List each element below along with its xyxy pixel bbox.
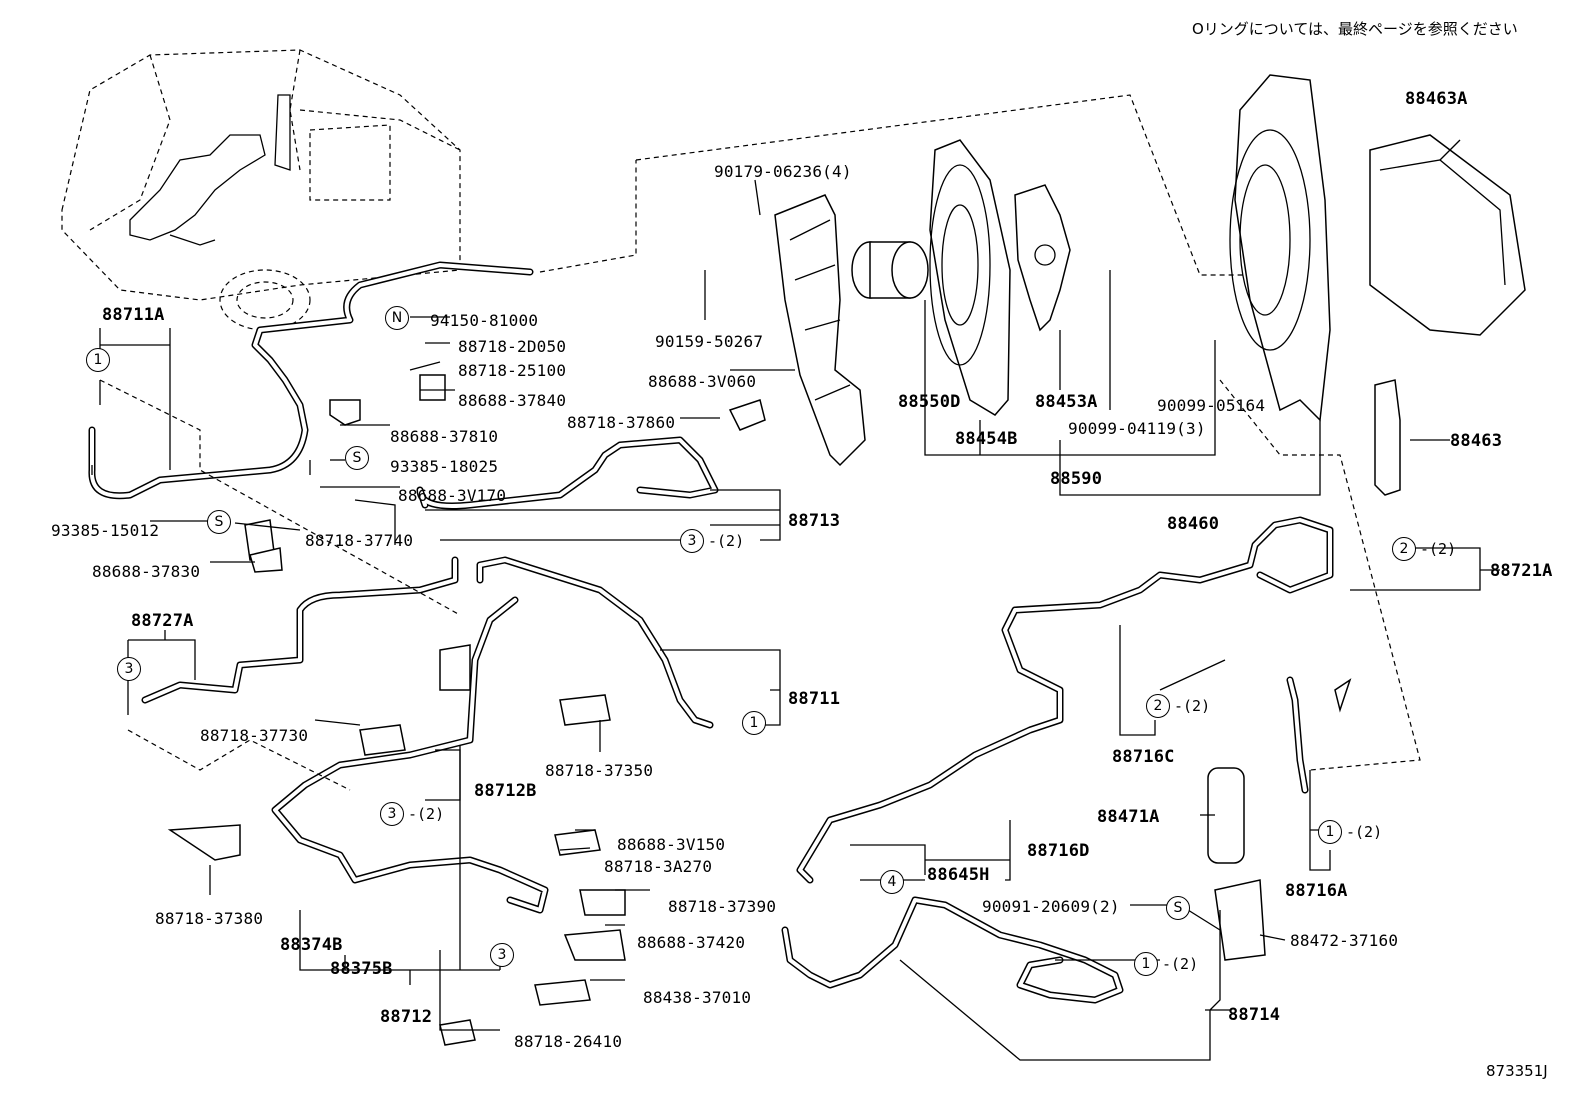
ref-mark-1: 1 — [742, 711, 766, 735]
part-94150-81000[interactable]: 94150-81000 — [430, 311, 539, 330]
refrigerant-pipes — [88, 261, 1334, 1004]
part-90099-05164[interactable]: 90099-05164 — [1157, 396, 1266, 415]
part-88716A[interactable]: 88716A — [1285, 881, 1348, 901]
part-90179-06236[interactable]: 90179-06236(4) — [714, 162, 852, 181]
part-88463A[interactable]: 88463A — [1405, 89, 1468, 109]
part-88718-37860[interactable]: 88718-37860 — [567, 413, 676, 432]
part-88688-37840[interactable]: 88688-37840 — [458, 391, 567, 410]
ref-mark-1: 1 — [86, 348, 110, 372]
reference-note: Oリングについては、最終ページを参照ください — [1192, 20, 1518, 38]
part-88688-37830[interactable]: 88688-37830 — [92, 562, 201, 581]
part-88471A[interactable]: 88471A — [1097, 807, 1160, 827]
fan-shroud-88454B — [929, 139, 1011, 416]
part-90091-20609[interactable]: 90091-20609(2) — [982, 897, 1120, 916]
leader-lines — [91, 139, 1500, 1061]
part-88713[interactable]: 88713 — [788, 511, 841, 531]
part-88460[interactable]: 88460 — [1167, 514, 1220, 534]
part-88374B[interactable]: 88374B — [280, 935, 343, 955]
part-88718-25100[interactable]: 88718-25100 — [458, 361, 567, 380]
fan-blade-88453A — [1014, 184, 1071, 332]
part-88721A[interactable]: 88721A — [1490, 561, 1553, 581]
part-88718-37390[interactable]: 88718-37390 — [668, 897, 777, 916]
part-88716D[interactable]: 88716D — [1027, 841, 1090, 861]
part-88718-3A270[interactable]: 88718-3A270 — [604, 857, 713, 876]
fan-motor-88550D — [851, 241, 929, 299]
ref-mark-1: 1 — [1318, 820, 1342, 844]
part-88472-37160[interactable]: 88472-37160 — [1290, 931, 1399, 950]
part-88688-3V170[interactable]: 88688-3V170 — [398, 486, 507, 505]
brackets — [167, 374, 1352, 1046]
ref-mark-3: 3 — [490, 943, 514, 967]
part-88712B[interactable]: 88712B — [474, 781, 537, 801]
part-88718-26410[interactable]: 88718-26410 — [514, 1032, 623, 1051]
part-88712[interactable]: 88712 — [380, 1007, 433, 1027]
truck-cab-illustration — [61, 49, 461, 331]
part-88645H[interactable]: 88645H — [927, 865, 990, 885]
fan-shroud-88460 — [1229, 74, 1331, 422]
part-88688-3V060[interactable]: 88688-3V060 — [648, 372, 757, 391]
ref-mark-3: 3 — [680, 529, 704, 553]
part-88711[interactable]: 88711 — [788, 689, 841, 709]
ref-mark-s: S — [1166, 896, 1190, 920]
ref-mark-1: 1 — [1134, 952, 1158, 976]
ref-mark-2: 2 — [1146, 694, 1170, 718]
ref-mark-3: 3 — [117, 657, 141, 681]
part-88688-37810[interactable]: 88688-37810 — [390, 427, 499, 446]
fan-shroud-88688-3V060 — [774, 194, 866, 467]
part-88590[interactable]: 88590 — [1050, 469, 1103, 489]
part-88718-37380[interactable]: 88718-37380 — [155, 909, 264, 928]
part-88550D[interactable]: 88550D — [898, 392, 961, 412]
part-88718-37740[interactable]: 88718-37740 — [305, 531, 414, 550]
part-90099-04119[interactable]: 90099-04119(3) — [1068, 419, 1206, 438]
part-88375B[interactable]: 88375B — [330, 959, 393, 979]
part-93385-18025[interactable]: 93385-18025 — [390, 457, 499, 476]
part-93385-15012[interactable]: 93385-15012 — [51, 521, 160, 540]
part-88711A[interactable]: 88711A — [102, 305, 165, 325]
part-88688-37420[interactable]: 88688-37420 — [637, 933, 746, 952]
figure-id: 873351J — [1486, 1062, 1548, 1080]
ref-qty: -(2) — [1174, 697, 1211, 715]
ref-mark-4: 4 — [880, 870, 904, 894]
fan-cover-88463A — [1369, 134, 1526, 336]
ref-mark-2: 2 — [1392, 537, 1416, 561]
part-88714[interactable]: 88714 — [1228, 1005, 1281, 1025]
ref-qty: -(2) — [1346, 823, 1383, 841]
part-88454B[interactable]: 88454B — [955, 429, 1018, 449]
part-88463[interactable]: 88463 — [1450, 431, 1503, 451]
ref-qty: -(2) — [1420, 540, 1457, 558]
part-88718-2D050[interactable]: 88718-2D050 — [458, 337, 567, 356]
part-88718-37350[interactable]: 88718-37350 — [545, 761, 654, 780]
part-88688-3V150[interactable]: 88688-3V150 — [617, 835, 726, 854]
plate-88463 — [1374, 379, 1401, 496]
ref-qty: -(2) — [708, 532, 745, 550]
ref-qty: -(2) — [1162, 955, 1199, 973]
part-88727A[interactable]: 88727A — [131, 611, 194, 631]
part-88718-37730[interactable]: 88718-37730 — [200, 726, 309, 745]
ref-mark-s: S — [345, 446, 369, 470]
ref-qty: -(2) — [408, 805, 445, 823]
receiver-dryer-88471A — [1207, 767, 1266, 961]
ref-mark-3: 3 — [380, 802, 404, 826]
part-88716C[interactable]: 88716C — [1112, 747, 1175, 767]
ref-mark-n: N — [385, 306, 409, 330]
part-88438-37010[interactable]: 88438-37010 — [643, 988, 752, 1007]
ref-mark-s: S — [207, 510, 231, 534]
part-88453A[interactable]: 88453A — [1035, 392, 1098, 412]
part-90159-50267[interactable]: 90159-50267 — [655, 332, 764, 351]
